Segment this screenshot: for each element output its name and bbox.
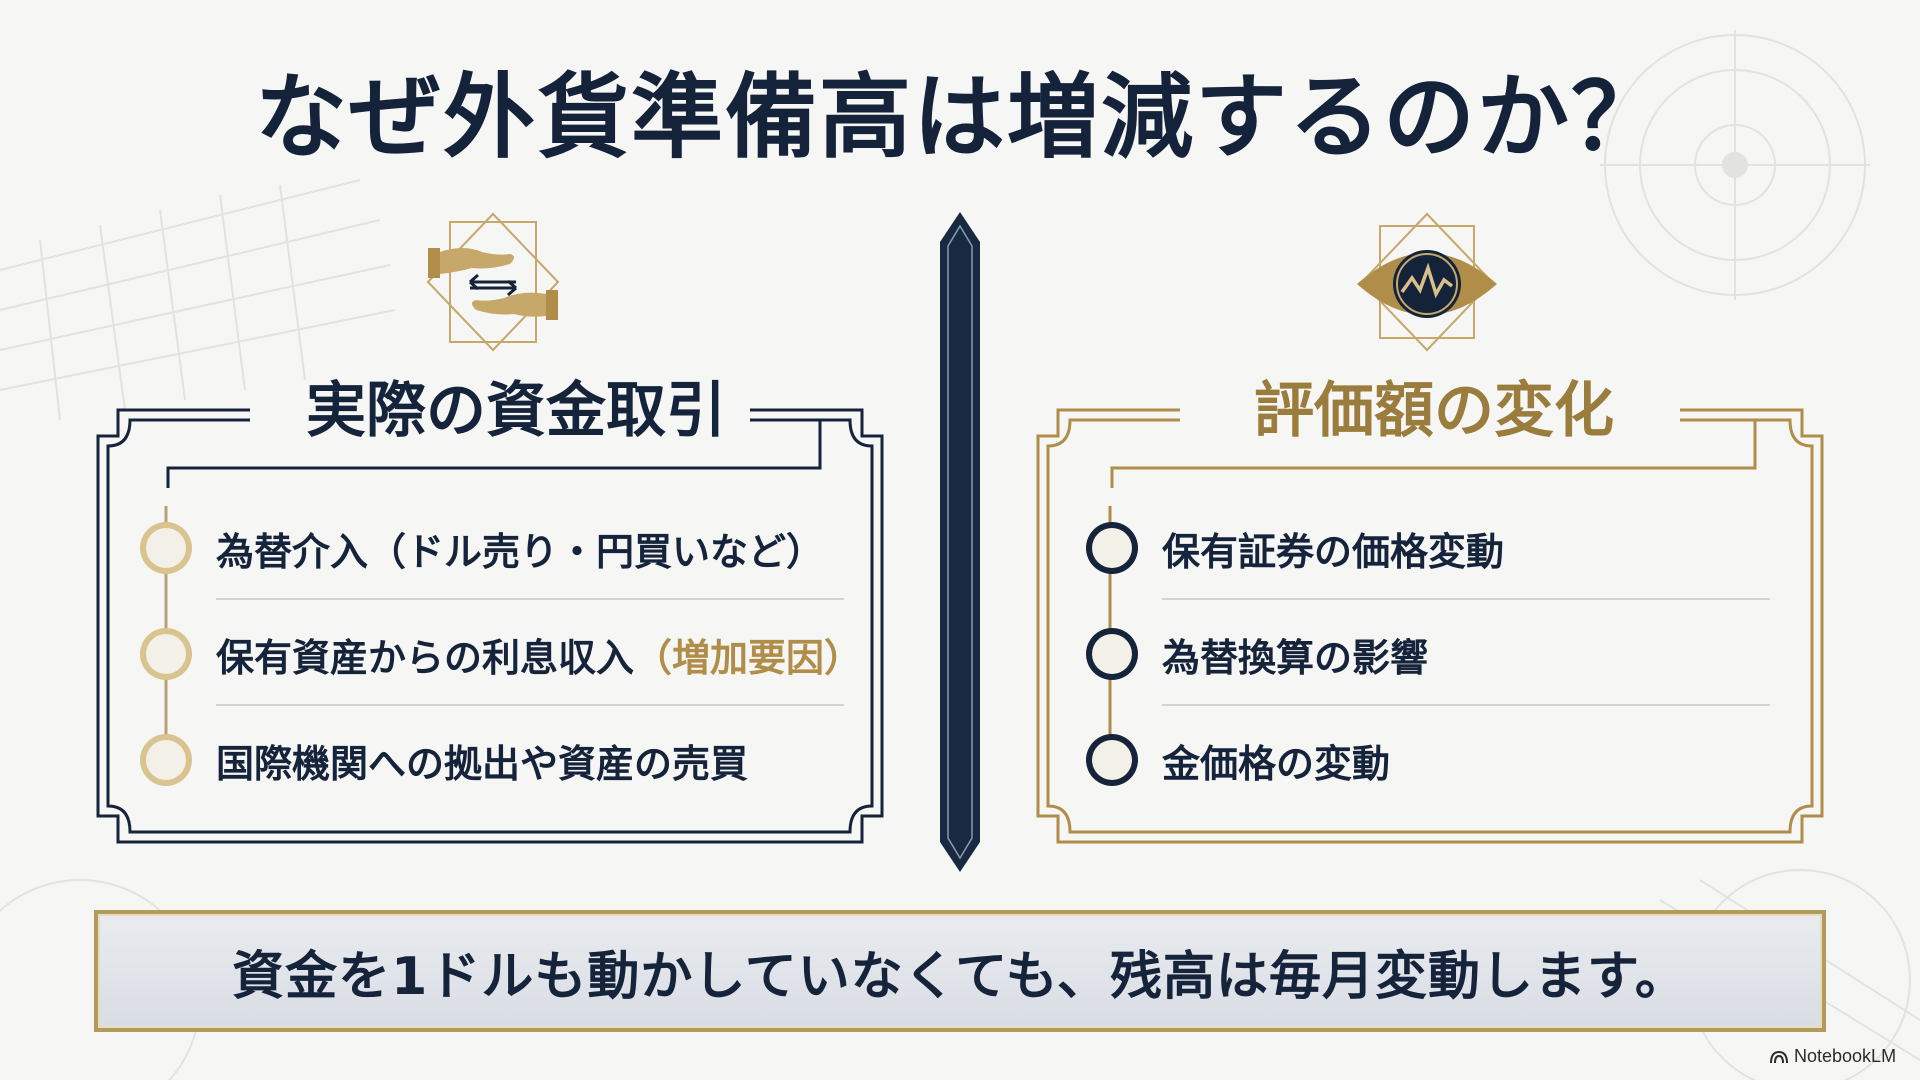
left-rule-2 xyxy=(216,704,844,706)
brand-label: NotebookLM xyxy=(1794,1046,1897,1066)
left-bullet-3 xyxy=(140,734,192,786)
right-item-1-text: 保有証券の価格変動 xyxy=(1162,529,1505,574)
footer-banner: 資金を1ドルも動かしていなくても、残高は毎月変動します。 xyxy=(94,910,1826,1032)
right-panel-heading: 評価額の変化 xyxy=(1254,376,1614,446)
right-rule-1 xyxy=(1162,598,1770,600)
left-panel-heading: 実際の資金取引 xyxy=(306,376,726,446)
left-rule-1 xyxy=(216,598,844,600)
notebooklm-logo-icon xyxy=(1770,1050,1788,1063)
left-bullet-2 xyxy=(140,628,192,680)
left-item-1: 為替介入（ドル売り・円買いなど） xyxy=(216,518,824,578)
right-bullet-2 xyxy=(1086,628,1138,680)
eye-chart-icon xyxy=(1357,212,1497,352)
left-bullet-1 xyxy=(140,522,192,574)
left-item-3: 国際機関への拠出や資産の売買 xyxy=(216,730,748,790)
hands-exchange-icon xyxy=(426,212,560,352)
left-item-3-text: 国際機関への拠出や資産の売買 xyxy=(216,741,749,786)
right-item-2-text: 為替換算の影響 xyxy=(1162,635,1429,680)
left-item-2: 保有資産からの利息収入 （増加要因） xyxy=(216,624,862,684)
right-item-3-text: 金価格の変動 xyxy=(1162,741,1391,786)
left-item-1-text: 為替介入（ドル売り・円買いなど） xyxy=(216,529,825,574)
brand-watermark: NotebookLM xyxy=(1770,1046,1896,1067)
right-bullet-1 xyxy=(1086,522,1138,574)
right-panel-frame xyxy=(1036,408,1824,844)
right-bullet-3 xyxy=(1086,734,1138,786)
left-item-2-note: （増加要因） xyxy=(634,635,863,680)
center-divider xyxy=(940,212,980,872)
footer-message: 資金を1ドルも動かしていなくても、残高は毎月変動します。 xyxy=(232,946,1688,1007)
right-item-3: 金価格の変動 xyxy=(1162,730,1390,790)
page-title: なぜ外貨準備高は増減するのか？ xyxy=(254,63,1665,171)
right-item-2: 為替換算の影響 xyxy=(1162,624,1428,684)
right-item-1: 保有証券の価格変動 xyxy=(1162,518,1504,578)
right-rule-2 xyxy=(1162,704,1770,706)
left-item-2-text: 保有資産からの利息収入 xyxy=(216,635,635,680)
